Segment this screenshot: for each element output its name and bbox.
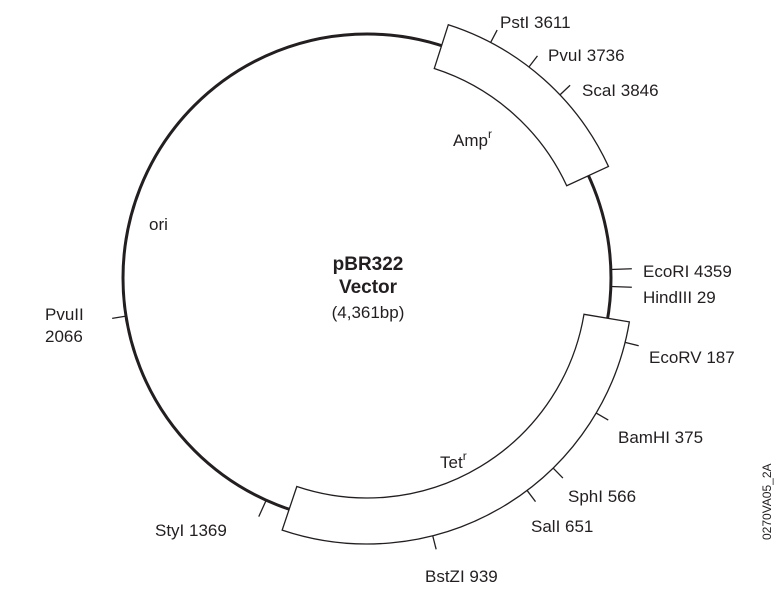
- amp-label-superscript: r: [488, 127, 492, 141]
- site-label-psti: PstI 3611: [500, 13, 571, 32]
- gene-site-ticks: [432, 29, 639, 550]
- site-label-ecorv: EcoRV 187: [649, 348, 735, 367]
- plasmid-size: (4,361bp): [332, 303, 405, 322]
- amp-label: Ampr: [453, 127, 492, 150]
- tick-scai: [559, 84, 571, 96]
- site-label-scai: ScaI 3846: [582, 81, 659, 100]
- tet-resistance-gene: [281, 313, 631, 545]
- tick-styi: [258, 499, 267, 517]
- tick-hindiii: [610, 285, 632, 288]
- site-label-pvuii-name: PvuII: [45, 305, 84, 324]
- site-label-bamhi: BamHI 375: [618, 428, 703, 447]
- site-label-pvuii-pos: 2066: [45, 327, 83, 346]
- tick-pvuii: [112, 315, 127, 320]
- ori-label: ori: [149, 215, 168, 234]
- tick-sphi: [552, 467, 564, 479]
- site-label-sali: SalI 651: [531, 517, 593, 536]
- tick-pvui: [528, 55, 538, 68]
- tick-psti: [490, 29, 498, 43]
- tet-label-text: Tet: [440, 453, 463, 472]
- tick-bstzi: [432, 535, 437, 550]
- site-label-bstzi: BstZI 939: [425, 567, 498, 586]
- site-label-hindiii: HindIII 29: [643, 288, 716, 307]
- figure-id: 0270VA05_2A: [760, 463, 774, 540]
- tick-sali: [526, 490, 537, 503]
- tick-ecorv: [624, 341, 639, 347]
- plasmid-subtitle: Vector: [339, 277, 398, 298]
- restriction-site-ticks: [112, 268, 632, 517]
- tick-ecori: [610, 268, 632, 271]
- tet-label: Tetr: [440, 449, 467, 472]
- tet-label-superscript: r: [463, 449, 467, 463]
- amp-label-text: Amp: [453, 131, 488, 150]
- site-label-sphi: SphI 566: [568, 487, 636, 506]
- site-label-pvui: PvuI 3736: [548, 46, 625, 65]
- plasmid-name: pBR322: [333, 254, 404, 275]
- site-label-styi: StyI 1369: [155, 521, 227, 540]
- amp-resistance-gene: [433, 23, 610, 187]
- tick-bamhi: [595, 412, 609, 421]
- site-label-ecori: EcoRI 4359: [643, 262, 732, 281]
